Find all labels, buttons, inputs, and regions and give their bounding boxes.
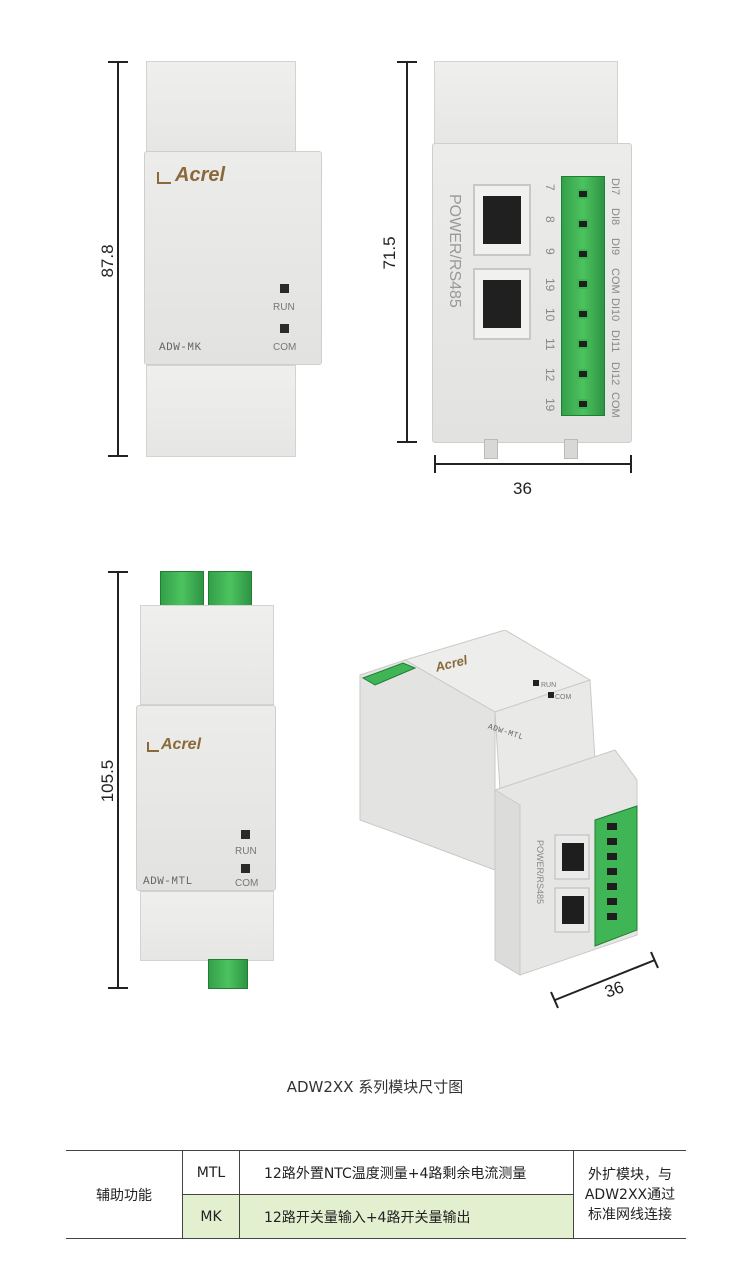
dim-line-vertical — [117, 571, 119, 989]
led-com-label: COM — [235, 878, 259, 889]
terminal-number-8: 19 — [543, 398, 557, 412]
spec-table: 辅助功能 MTL 12路外置NTC温度测量+4路剩余电流测量 外扩模块，与ADW… — [66, 1150, 686, 1239]
terminal-label-3: DI9 — [609, 238, 621, 256]
dim-tick-top — [397, 61, 417, 63]
led-com-icon — [280, 324, 289, 333]
dim-tick-bottom — [397, 441, 417, 443]
terminal-label-4: COM — [609, 268, 621, 294]
terminal-number-6: 11 — [543, 338, 557, 351]
bottom-terminal[interactable] — [208, 959, 248, 989]
figure-caption: ADW2XX 系列模块尺寸图 — [286, 1078, 464, 1096]
terminal-number-1: 7 — [543, 184, 557, 191]
brand-logo: Acrel — [175, 164, 226, 186]
table-category: 辅助功能 — [66, 1150, 183, 1239]
front-view-mk: 87.8 Acrel RUN COM ADW-MK — [98, 55, 340, 465]
dim-label-height: 71.5 — [380, 236, 399, 270]
table-row-desc: 12路开关量输入+4路开关量输出 — [239, 1194, 574, 1239]
dim-tick-bottom — [108, 987, 128, 989]
din-clip-left — [484, 439, 498, 459]
terminal-number-4: 19 — [543, 278, 557, 292]
led-run-label: RUN — [273, 302, 295, 313]
dim-tick-right — [630, 455, 632, 473]
terminal-label-6: DI11 — [609, 330, 621, 353]
terminal-label-2: DI8 — [609, 208, 621, 226]
terminal-label-8: COM — [609, 392, 621, 418]
port-label: POWER/RS485 — [446, 194, 463, 308]
device-top-cap — [146, 61, 296, 153]
device-front-panel: Acrel RUN COM ADW-MTL — [136, 705, 276, 891]
device-bottom-cap — [140, 891, 274, 961]
logo-icon — [147, 742, 159, 752]
iso-view: Acrel RUN COM ADW-MTL POWER/RS485 36 — [355, 630, 665, 1010]
device-top-cap — [140, 605, 274, 705]
rj45-port-1[interactable] — [473, 184, 531, 256]
led-run-icon — [280, 284, 289, 293]
iso-device-drawing — [359, 630, 659, 1009]
dim-tick-top — [108, 61, 128, 63]
dim-tick-top — [108, 571, 128, 573]
device-side-panel: POWER/RS485 7 8 9 19 10 11 12 19 DI7 DI8… — [432, 143, 632, 443]
model-label: ADW-MTL — [143, 876, 193, 888]
dim-line-vertical — [117, 61, 119, 457]
terminal-block[interactable] — [561, 176, 605, 416]
led-run-icon — [241, 830, 250, 839]
table-row-desc: 12路外置NTC温度测量+4路剩余电流测量 — [239, 1150, 574, 1195]
model-label: ADW-MK — [159, 342, 202, 354]
terminal-label-7: DI12 — [609, 362, 621, 386]
device-front-panel: Acrel RUN COM ADW-MK — [144, 151, 322, 365]
rj45-port-2[interactable] — [473, 268, 531, 340]
device-bottom-cap — [146, 365, 296, 457]
led-run-label: RUN — [235, 846, 257, 857]
iso-led-com-label: COM — [555, 694, 572, 701]
logo-icon — [157, 172, 171, 184]
terminal-label-5: DI10 — [609, 298, 621, 322]
dim-label: 105.5 — [98, 759, 117, 803]
dim-line-horizontal — [434, 463, 632, 465]
table-row-code: MTL — [182, 1150, 240, 1195]
terminal-label-1: DI7 — [609, 178, 621, 196]
dim-label: 87.8 — [98, 244, 117, 278]
led-com-icon — [241, 864, 250, 873]
dim-tick-bottom — [108, 455, 128, 457]
dim-label-width: 36 — [513, 479, 532, 498]
terminal-number-2: 8 — [543, 216, 557, 223]
device-top-cap — [434, 61, 618, 149]
terminal-number-7: 12 — [543, 368, 557, 382]
side-view: 71.5 POWER/RS485 7 8 9 19 10 11 12 19 — [370, 55, 650, 505]
brand-logo: Acrel — [161, 736, 202, 753]
iso-port-label: POWER/RS485 — [535, 840, 545, 905]
din-clip-right — [564, 439, 578, 459]
led-com-label: COM — [273, 342, 297, 353]
terminal-number-3: 9 — [543, 248, 557, 255]
iso-led-run-label: RUN — [541, 682, 557, 689]
front-view-mtl: 105.5 Acrel RUN COM ADW-MTL — [98, 565, 300, 995]
terminal-labels: DI7 DI8 DI9 COM DI10 DI11 DI12 COM — [609, 178, 629, 418]
dim-line-vertical — [406, 61, 408, 443]
terminal-number-5: 10 — [543, 308, 557, 322]
table-row-code: MK — [182, 1194, 240, 1239]
table-note: 外扩模块，与ADW2XX通过标准网线连接 — [573, 1150, 686, 1239]
dim-tick-left — [434, 455, 436, 473]
